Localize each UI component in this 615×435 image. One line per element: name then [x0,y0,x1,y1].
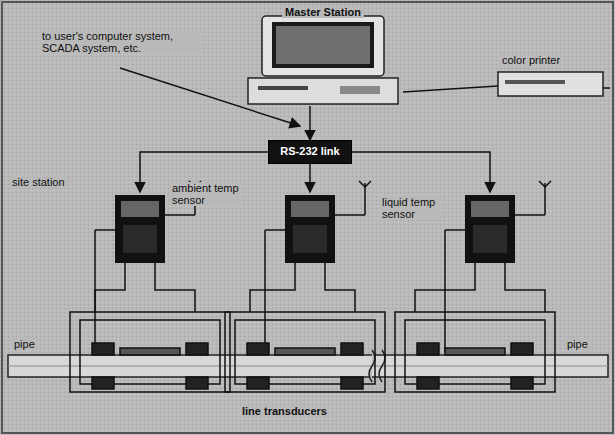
annotation-label: line transducers [240,405,329,417]
annotation-label: to user's computer system, SCADA system,… [40,30,204,54]
monitor [262,16,384,76]
printer [498,72,603,96]
link-box: RS-232 link [268,140,352,164]
site-stations [115,181,551,263]
pipe [8,355,608,377]
annotation-label: color printer [500,54,562,66]
master-station: Master Station [248,2,398,106]
station-title: Master Station [282,6,364,18]
transducer-enclosures [70,312,555,392]
link-label: RS-232 link [273,145,347,157]
connector [309,106,311,140]
annotation-label: site station [10,176,67,188]
annotation-label: pipe [12,338,37,350]
annotation-label: pipe [565,338,590,350]
annotation-label: ambient temp sensor [170,182,244,206]
annotation-label: liquid temp sensor [380,196,444,220]
computer-case [248,78,398,104]
